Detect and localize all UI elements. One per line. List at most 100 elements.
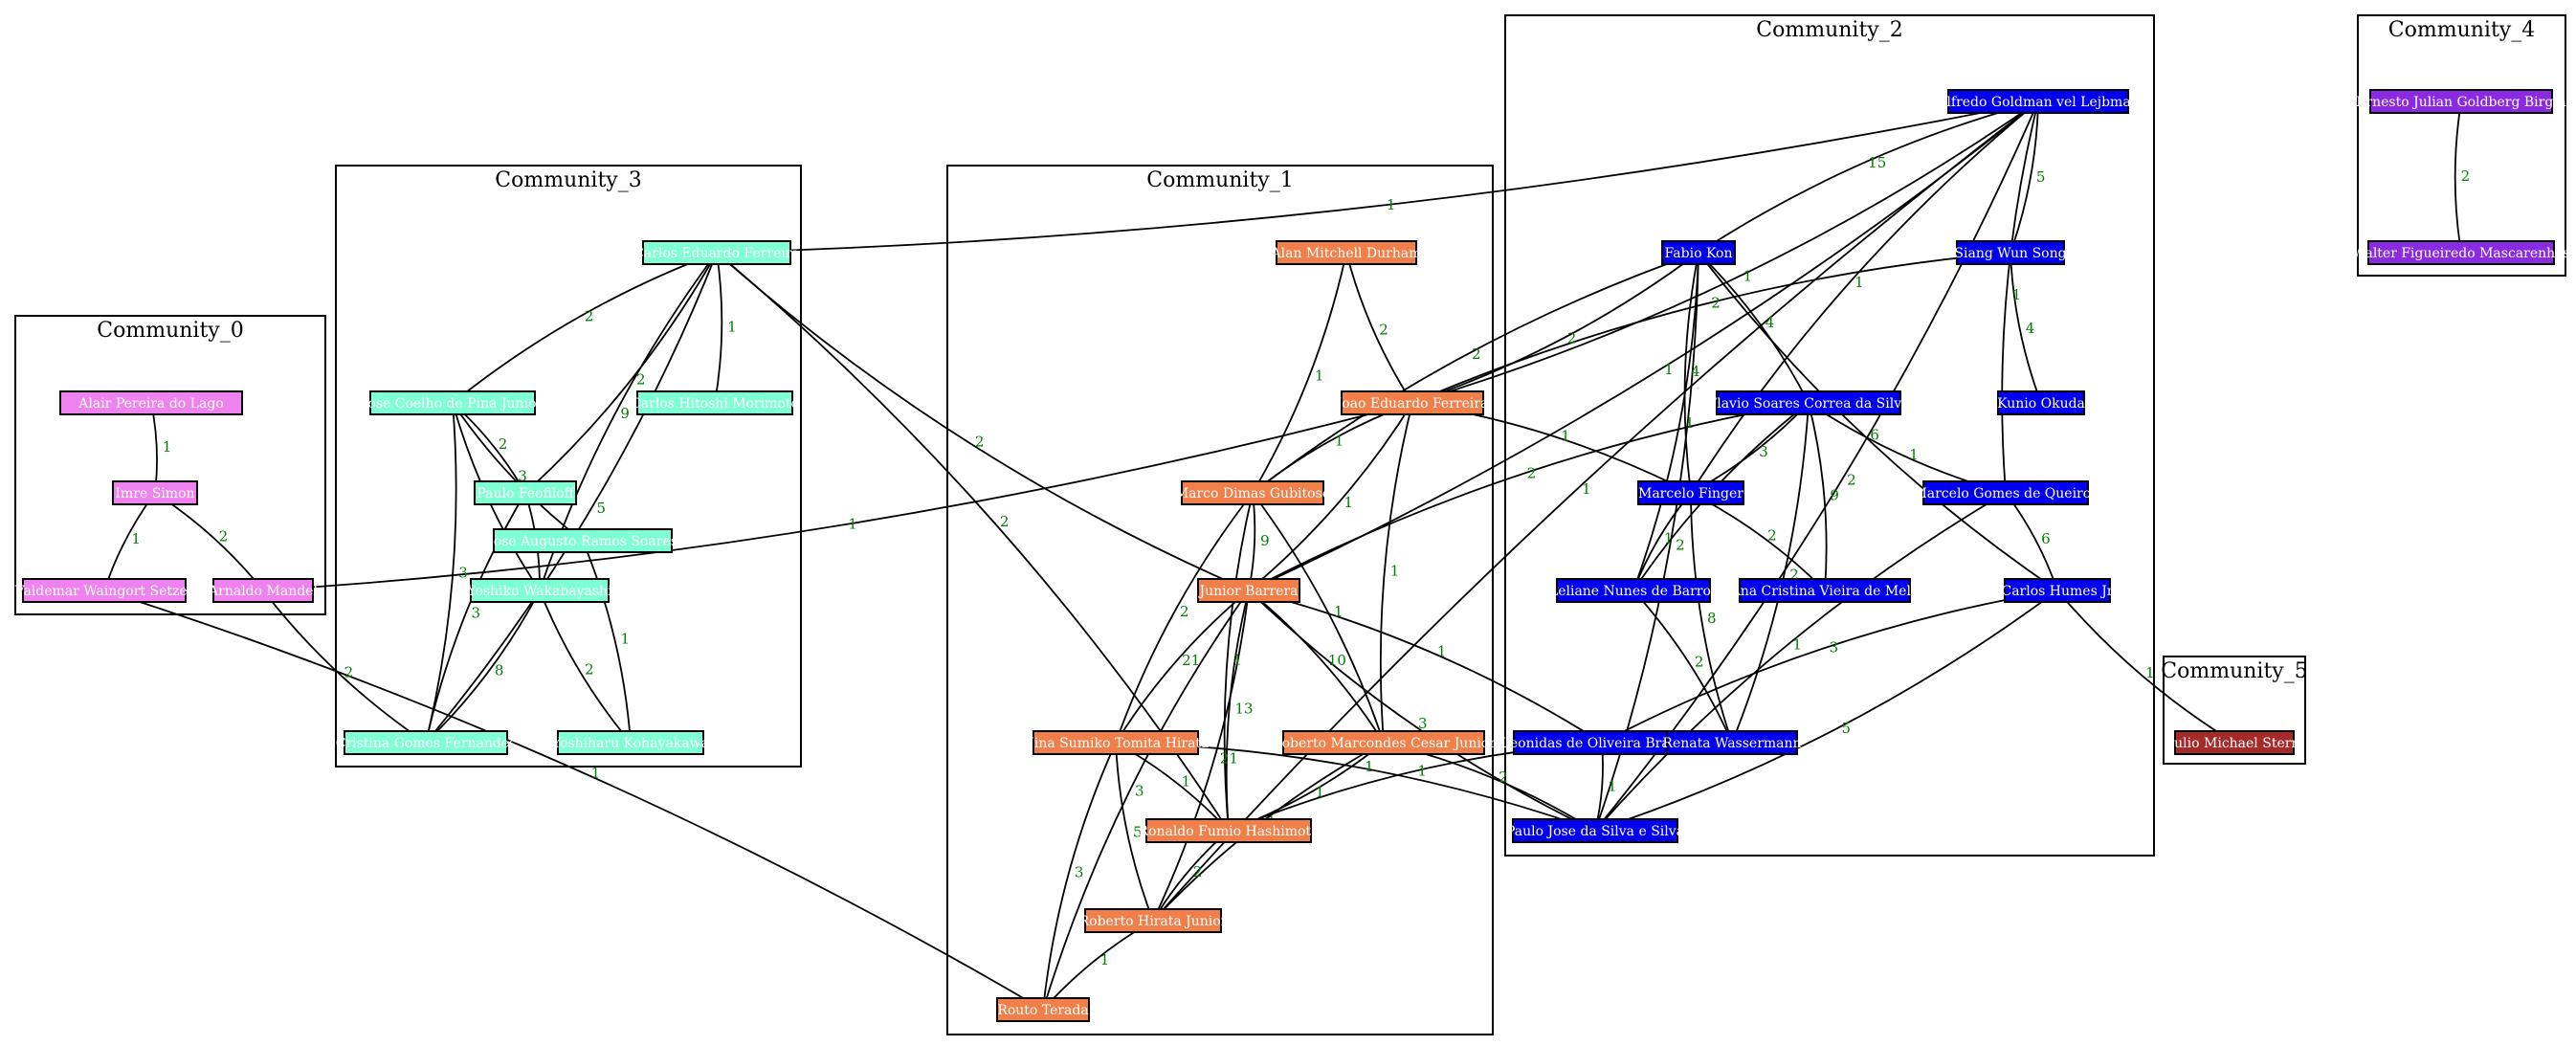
node-alfredo[interactable]: Alfredo Goldman vel Lejbman	[1936, 89, 2140, 114]
node-kunio[interactable]: Kunio Okuda	[1997, 390, 2085, 415]
node-box	[59, 390, 243, 415]
node-paulo_silva[interactable]: Paulo Jose da Silva e Silva	[1506, 818, 1684, 843]
edge-weight-label: 2	[636, 371, 646, 389]
node-carlos_humes[interactable]: Carlos Humes Jr	[2001, 578, 2114, 603]
edge-junior-ronaldo	[1225, 590, 1250, 832]
node-box	[112, 480, 198, 505]
node-arnaldo[interactable]: Arnaldo Mandel	[208, 578, 318, 603]
edge-joao-siang	[1411, 252, 2011, 404]
edge-weight-label: 2	[1676, 536, 1685, 553]
node-label: Routo Terada	[997, 1003, 1088, 1018]
edge-alair-imre	[150, 402, 158, 494]
node-carlos_ferreira[interactable]: Carlos Eduardo Ferreira	[633, 240, 800, 265]
node-box	[1947, 89, 2129, 114]
node-label: Paulo Feofiloff	[477, 486, 574, 501]
node-carlos_morimoto[interactable]: Carlos Hitoshi Morimoto	[631, 390, 799, 415]
node-joao[interactable]: Joao Eduardo Ferreira	[1335, 390, 1489, 415]
node-flavio[interactable]: Flavio Soares Correa da Silva	[1708, 390, 1910, 415]
node-ana[interactable]: Ana Cristina Vieira de Melo	[1730, 578, 1920, 603]
edge-carlos_ferreira-paulo_feofiloff	[524, 252, 718, 494]
edge-joao-fabio	[1411, 252, 1699, 404]
edge-weight-label: 1	[1743, 268, 1753, 285]
node-paulo_feofiloff[interactable]: Paulo Feofiloff	[474, 480, 577, 505]
node-box	[996, 997, 1090, 1022]
node-label: Yoshiharu Kohayakawa	[551, 736, 709, 751]
edge-weight-label: 1	[1315, 367, 1324, 384]
node-jose_soares[interactable]: Jose Augusto Ramos Soares	[486, 528, 677, 553]
node-box	[557, 730, 704, 755]
node-fabio[interactable]: Fabio Kon	[1661, 240, 1736, 265]
node-renata[interactable]: Renata Wassermann	[1662, 730, 1802, 755]
node-jose_pina[interactable]: Jose Coelho de Pina Junior	[361, 390, 544, 415]
node-ernesto[interactable]: Ernesto Julian Goldberg Birgin	[2356, 89, 2566, 114]
edge-weight-label: 2	[1000, 513, 1010, 530]
edge-joao-junior	[1248, 402, 1413, 591]
node-siang[interactable]: Siang Wun Song	[1954, 240, 2067, 265]
node-label: Ana Cristina Vieira de Melo	[1730, 584, 1920, 599]
edge-alfredo-marcelo_queiroz	[2001, 100, 2039, 494]
node-roberto_hirata[interactable]: Roberto Hirata Junior	[1079, 908, 1228, 933]
edge-weight-label: 1	[591, 765, 601, 782]
node-box	[1276, 240, 1417, 265]
node-valdemar[interactable]: Valdemar Waingort Setzer	[14, 578, 194, 603]
node-leonidas[interactable]: Leonidas de Oliveira Brandao	[1501, 730, 1703, 755]
node-yoshiharu[interactable]: Yoshiharu Kohayakawa	[551, 730, 709, 755]
node-box	[642, 240, 791, 265]
node-label: Leonidas de Oliveira Brandao	[1501, 736, 1703, 751]
node-box	[636, 390, 793, 415]
node-walter[interactable]: Walter Figueiredo Mascarenhas	[2352, 240, 2570, 265]
node-box	[1997, 390, 2085, 415]
node-leliane[interactable]: Leliane Nunes de Barros	[1549, 578, 1718, 603]
node-label: Flavio Soares Correa da Silva	[1708, 396, 1910, 412]
edge-carlos_ferreira-alfredo	[716, 100, 2039, 254]
edge-flavio-marcelo_queiroz	[1808, 402, 2007, 494]
edge-weight-label: 6	[1870, 427, 1879, 444]
edge-weight-label: 2	[499, 435, 508, 453]
node-nina[interactable]: Nina Sumiko Tomita Hirata	[1023, 730, 1210, 755]
edge-weight-label: 3	[1135, 782, 1144, 799]
edge-weight-label: 2	[1567, 329, 1577, 346]
edge-fabio-leliane	[1632, 252, 1699, 591]
edge-weight-label: 1	[1437, 643, 1447, 660]
edge-weight-label: 5	[596, 500, 606, 517]
edge-weight-label: 2	[1527, 465, 1537, 482]
edge-weight-label: 3	[518, 467, 527, 484]
node-label: Siang Wun Song	[1954, 246, 2066, 261]
edge-alfredo-marcelo_finger	[1690, 100, 2039, 494]
node-ronaldo[interactable]: Ronaldo Fumio Hashimoto	[1138, 818, 1320, 843]
node-marco[interactable]: Marco Dimas Gubitoso	[1175, 480, 1330, 505]
node-box	[1666, 730, 1798, 755]
node-box	[212, 578, 314, 603]
node-yoshiko[interactable]: Yoshiko Wakabayashi	[466, 578, 612, 603]
edge-alan-marco	[1252, 252, 1347, 494]
edge-nina-ronaldo	[1115, 742, 1230, 832]
edge-leliane-renata	[1632, 590, 1733, 744]
edge-marco-ronaldo	[1223, 492, 1254, 832]
edge-weight-label: 2	[344, 663, 354, 680]
node-junior[interactable]: Junior Barrera	[1197, 578, 1300, 603]
node-label: Paulo Jose da Silva e Silva	[1506, 824, 1684, 839]
edge-junior-routo	[1042, 590, 1250, 1011]
node-alair[interactable]: Alair Pereira do Lago	[59, 390, 243, 415]
node-marcelo_queiroz[interactable]: Marcelo Gomes de Queiroz	[1913, 480, 2099, 505]
edge-joao-alfredo	[1411, 100, 2039, 404]
node-julio[interactable]: Julio Michael Stern	[2167, 730, 2300, 755]
edge-junior-roberto_hirata	[1152, 590, 1250, 922]
node-imre[interactable]: Imre Simon	[112, 480, 198, 505]
community-2-cluster-border	[1504, 14, 2155, 857]
node-routo[interactable]: Routo Terada	[996, 997, 1090, 1022]
edge-weight-label: 2	[1695, 653, 1704, 670]
node-box	[1033, 730, 1199, 755]
edge-weight-label: 1	[727, 319, 737, 336]
node-cristina[interactable]: Cristina Gomes Fernandes	[336, 730, 517, 755]
node-marcelo_finger[interactable]: Marcelo Finger	[1637, 480, 1744, 505]
community-3-title: Community_3	[495, 168, 641, 192]
node-label: Nina Sumiko Tomita Hirata	[1023, 736, 1210, 751]
edge-carlos_ferreira-junior	[716, 252, 1250, 591]
node-roberto_cesar[interactable]: Roberto Marcondes Cesar Junior	[1272, 730, 1496, 755]
edge-joao-marcelo_finger	[1411, 402, 1692, 494]
edge-weight-label: 2	[1711, 295, 1721, 312]
edge-carlos_ferreira-cristina	[425, 252, 718, 744]
node-alan[interactable]: Alan Mitchell Durham	[1271, 240, 1422, 265]
